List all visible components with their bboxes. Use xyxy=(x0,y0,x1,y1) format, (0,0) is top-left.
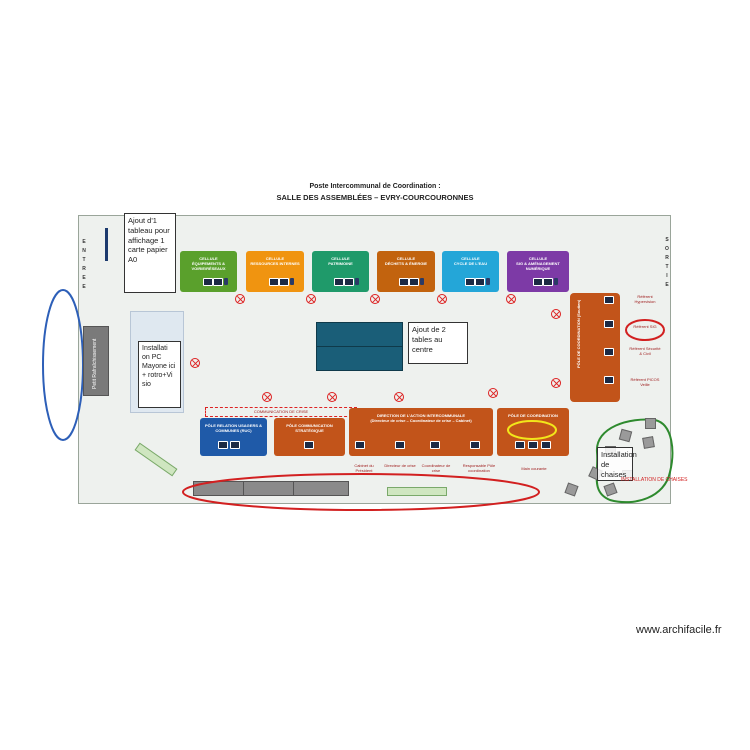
cell-equipements: CELLULE ÉQUIPEMENTS & VOIRIE/RÉSEAUX xyxy=(180,251,237,292)
referent-label: Référent SIG xyxy=(633,324,657,329)
workstation-icon xyxy=(269,278,279,286)
no-access-icon xyxy=(306,294,316,304)
workstation-icon xyxy=(604,320,614,328)
no-access-icon xyxy=(437,294,447,304)
workstation-icon xyxy=(604,376,614,384)
workstation-icon xyxy=(213,278,223,286)
coordination-yellow-highlight xyxy=(507,420,557,440)
phone-icon xyxy=(554,278,558,285)
workstation-icon xyxy=(528,441,538,449)
tableau-board xyxy=(105,228,108,261)
green-bar xyxy=(387,487,447,496)
note-chaises: Installation de chaises xyxy=(597,447,637,481)
pole-communication: PÔLE COMMUNICATION STRATÉGIQUE xyxy=(274,418,345,456)
workstation-icon xyxy=(203,278,213,286)
workstation-icon xyxy=(604,296,614,304)
workstation-icon xyxy=(230,441,240,449)
referent-sig-highlight xyxy=(625,319,665,341)
workstation-icon xyxy=(470,441,480,449)
workstation-icon xyxy=(543,278,553,286)
role-label: Directeur de crise xyxy=(384,463,416,468)
workstation-icon xyxy=(355,441,365,449)
bottom-red-oval xyxy=(182,473,540,511)
no-access-icon xyxy=(506,294,516,304)
chair-icon xyxy=(642,436,655,449)
grey-table xyxy=(293,481,349,496)
petit-rafraichissement-table: Petit Rafraîchissement xyxy=(83,326,109,396)
central-table xyxy=(316,346,403,371)
role-label: Main courante xyxy=(521,466,547,471)
workstation-icon xyxy=(475,278,485,286)
no-access-icon xyxy=(370,294,380,304)
direction-action-intercommunale: DIRECTION DE L'ACTION INTERCOMMUNALE (Di… xyxy=(349,408,493,456)
watermark: www.archifacile.fr xyxy=(636,624,722,636)
no-access-icon xyxy=(488,388,498,398)
phone-icon xyxy=(224,278,228,285)
no-access-icon xyxy=(394,392,404,402)
plan-subtitle: SALLE DES ASSEMBLÉES – EVRY-COURCOURONNE… xyxy=(276,193,474,202)
role-label: Cabinet du Président xyxy=(354,463,374,473)
no-access-icon xyxy=(551,309,561,319)
phone-icon xyxy=(290,278,294,285)
no-access-icon xyxy=(190,358,200,368)
workstation-icon xyxy=(279,278,289,286)
installation-chaises-label: INSTALLATION DE CHAISES xyxy=(621,477,688,483)
role-label: Responsable Pôle coordination xyxy=(462,463,496,473)
workstation-icon xyxy=(533,278,543,286)
plan-title: Poste Intercommunal de Coordination : xyxy=(309,183,441,190)
workstation-icon xyxy=(515,441,525,449)
referent-label: Référent PICOS Veille xyxy=(630,377,660,387)
chair-icon xyxy=(645,418,656,429)
workstation-icon xyxy=(430,441,440,449)
no-access-icon xyxy=(551,378,561,388)
chairs-green-outline xyxy=(595,418,674,504)
phone-icon xyxy=(486,278,490,285)
workstation-icon xyxy=(344,278,354,286)
phone-icon xyxy=(355,278,359,285)
note-pc-mayone: Installati on PC Mayone ici + rotro+Vi s… xyxy=(138,341,181,408)
no-access-icon xyxy=(235,294,245,304)
communication-crise-label: COMMUNICATION DE CRISE xyxy=(205,407,357,417)
no-access-icon xyxy=(262,392,272,402)
referent-label: Référent Hypervision xyxy=(634,294,656,304)
note-tableau: Ajout d'1 tableau pour affichage 1 carte… xyxy=(124,213,176,293)
phone-icon xyxy=(420,278,424,285)
workstation-icon xyxy=(465,278,475,286)
workstation-icon xyxy=(395,441,405,449)
workstation-icon xyxy=(399,278,409,286)
no-access-icon xyxy=(327,392,337,402)
role-label: Coordinateur de crise xyxy=(421,463,451,473)
referent-label: Référent Sécurité & Civil xyxy=(629,346,661,356)
workstation-icon xyxy=(604,348,614,356)
workstation-icon xyxy=(541,441,551,449)
workstation-icon xyxy=(304,441,314,449)
note-tables: Ajout de 2 tables au centre xyxy=(408,322,468,364)
pole-relation-usagers: PÔLE RELATION USAGERS & COMMUNES (RUC) xyxy=(200,418,267,456)
workstation-icon xyxy=(409,278,419,286)
workstation-icon xyxy=(218,441,228,449)
central-table xyxy=(316,322,403,348)
workstation-icon xyxy=(334,278,344,286)
